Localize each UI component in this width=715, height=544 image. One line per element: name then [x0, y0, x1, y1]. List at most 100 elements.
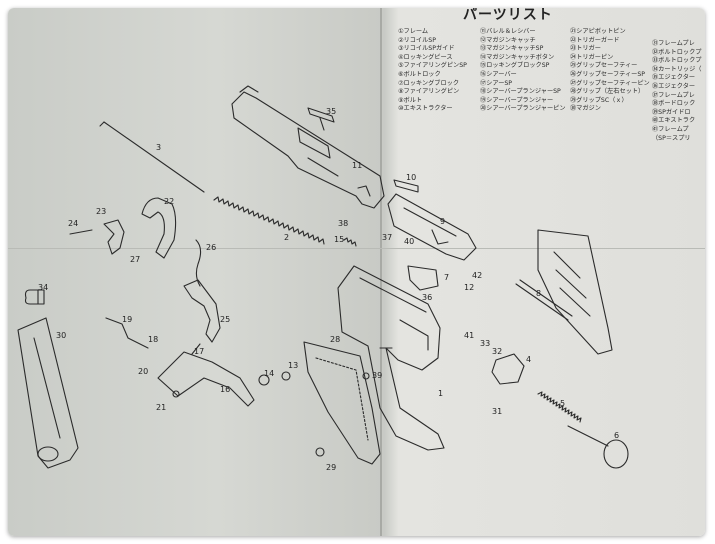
- part-entry: ㉞カートリッジ（: [652, 65, 702, 73]
- callout: 18: [148, 335, 158, 344]
- part-entry: ㊵エキストラク: [652, 117, 696, 125]
- callout: 41: [464, 331, 474, 340]
- screw: [315, 447, 325, 457]
- callout: 31: [492, 407, 502, 416]
- part-entry: ㉝ボルトロックプ: [652, 57, 702, 65]
- grip-safety-spring: [195, 239, 202, 287]
- frame: [337, 265, 445, 451]
- callout: 37: [382, 233, 392, 242]
- part-entry: ㉒トリガーガード: [570, 36, 620, 44]
- parts-column-2: ⑪バレル＆レシバー ⑫マガジンキャッチ ⑬マガジンキャッチSP ⑭マガジンキャッ…: [480, 28, 566, 114]
- firing-pin: [515, 279, 573, 321]
- callout: 35: [326, 107, 336, 116]
- callout: 7: [444, 273, 449, 282]
- grip-safety: [183, 279, 221, 343]
- recoil-spring: [213, 196, 325, 245]
- callout: 30: [56, 331, 66, 340]
- bolt: [387, 193, 477, 261]
- part-entry: ⑥ボルトロック: [398, 70, 441, 78]
- callout: 29: [326, 463, 336, 472]
- part-entry: ③リコイルSPガイド: [398, 45, 455, 53]
- callout: 9: [440, 217, 445, 226]
- callout: 2: [284, 233, 289, 242]
- cartridge: [24, 289, 45, 305]
- callout: 39: [372, 371, 382, 380]
- part-entry: ⑭マガジンキャッチボタン: [480, 53, 555, 61]
- part-entry: ⑪バレル＆レシバー: [480, 28, 536, 35]
- callout: 25: [220, 315, 230, 324]
- part-entry: ㉜ボルトロックプ: [652, 48, 702, 56]
- screw: [258, 374, 270, 386]
- callout: 15: [334, 235, 344, 244]
- part-entry: ⑫マガジンキャッチ: [480, 36, 536, 44]
- firing-pin-spring: [537, 391, 582, 423]
- part-entry: ㉘グリップ（左右セット）: [570, 88, 645, 96]
- screw: [362, 372, 370, 380]
- callout: 16: [220, 385, 230, 394]
- callout: 21: [156, 403, 166, 412]
- magazine: [17, 317, 79, 469]
- part-entry: ㉟エジェクター: [652, 74, 696, 82]
- callout: 42: [472, 271, 482, 280]
- part-entry: ㉑シアピボットピン: [570, 28, 626, 35]
- part-entry: ⑬マガジンキャッチSP: [480, 45, 544, 53]
- sear-plunger: [105, 317, 149, 349]
- callout: 33: [480, 339, 490, 348]
- part-entry: ①フレーム: [398, 28, 429, 35]
- callout: 36: [422, 293, 432, 302]
- part-entry: ㉖グリップセーフティーSP: [570, 70, 645, 78]
- grip-right: [537, 229, 613, 355]
- locking-piece: [491, 353, 525, 385]
- screw: [281, 371, 291, 381]
- part-entry: ⑮ロッキングブロックSP: [480, 62, 550, 70]
- callout: 8: [536, 289, 541, 298]
- parts-sheet: パーツリスト ①フレーム ②リコイルSP ③リコイルSPガイド ④ロッキングピー…: [8, 8, 705, 536]
- part-entry: ㉕グリップセーフティー: [570, 62, 638, 70]
- trigger: [103, 219, 125, 255]
- ejector-part: [307, 107, 335, 131]
- parts-list-title: パーツリスト: [463, 8, 553, 23]
- part-entry: ㉙グリップSC（ｘ）: [570, 96, 628, 104]
- bolt-lock: [567, 425, 629, 469]
- callout: 23: [96, 207, 106, 216]
- callout-labels: 1 2 3 4 5 6 7 8 9 10 11 12 13 14 15 16 1…: [38, 107, 619, 472]
- callout: 19: [122, 315, 132, 324]
- part-entry: ⑲シアーバープランジャー: [480, 96, 554, 104]
- callout: 5: [560, 399, 565, 408]
- callout: 26: [206, 243, 216, 252]
- part-entry: ㊲フレームプレ: [652, 91, 695, 99]
- callout: 3: [156, 143, 161, 152]
- callout: 1: [438, 389, 443, 398]
- part-entry: ㉓トリガー: [570, 45, 601, 53]
- part-entry: ㊱エジェクター: [652, 82, 696, 90]
- callout: 40: [404, 237, 414, 246]
- part-entry: ⑱シアーバープランジャーSP: [480, 88, 561, 96]
- small-spring: [343, 237, 357, 247]
- callout: 4: [526, 355, 531, 364]
- recoil-guide-rod: [99, 121, 205, 193]
- part-entry: ㉗グリップセーフティーピン: [570, 79, 650, 87]
- parts-column-4: ㉛フレームプレ ㉜ボルトロックプ ㉝ボルトロックプ ㉞カートリッジ（ ㉟エジェク…: [652, 40, 702, 143]
- callout: 14: [264, 369, 274, 378]
- part-entry: ⑧ファイアリングピン: [398, 88, 460, 96]
- center-fold: [380, 8, 382, 536]
- parts-column-3: ㉑シアピボットピン ㉒トリガーガード ㉓トリガー ㉔トリガーピン ㉕グリップセー…: [570, 28, 650, 114]
- part-entry: ④ロッキングピース: [398, 53, 453, 61]
- callout: 27: [130, 255, 140, 264]
- callout: 20: [138, 367, 148, 376]
- callout: 12: [464, 283, 474, 292]
- callout: 28: [330, 335, 340, 344]
- part-entry: ㉚マガジン: [570, 105, 601, 113]
- part-entry: （SP＝スプリ: [652, 134, 691, 142]
- part-entry: ⑩エキストラクター: [398, 105, 453, 113]
- callout: 34: [38, 283, 48, 292]
- callout: 17: [194, 347, 204, 356]
- callout: 32: [492, 347, 502, 356]
- part-entry: ⑨ボルト: [398, 96, 423, 104]
- screw: [172, 390, 180, 398]
- trigger-guard: [141, 197, 177, 259]
- part-entry: ㉔トリガーピン: [570, 53, 614, 61]
- part-entry: ⑳シアーバープランジャーピン: [480, 105, 566, 113]
- grip-left: [303, 341, 381, 465]
